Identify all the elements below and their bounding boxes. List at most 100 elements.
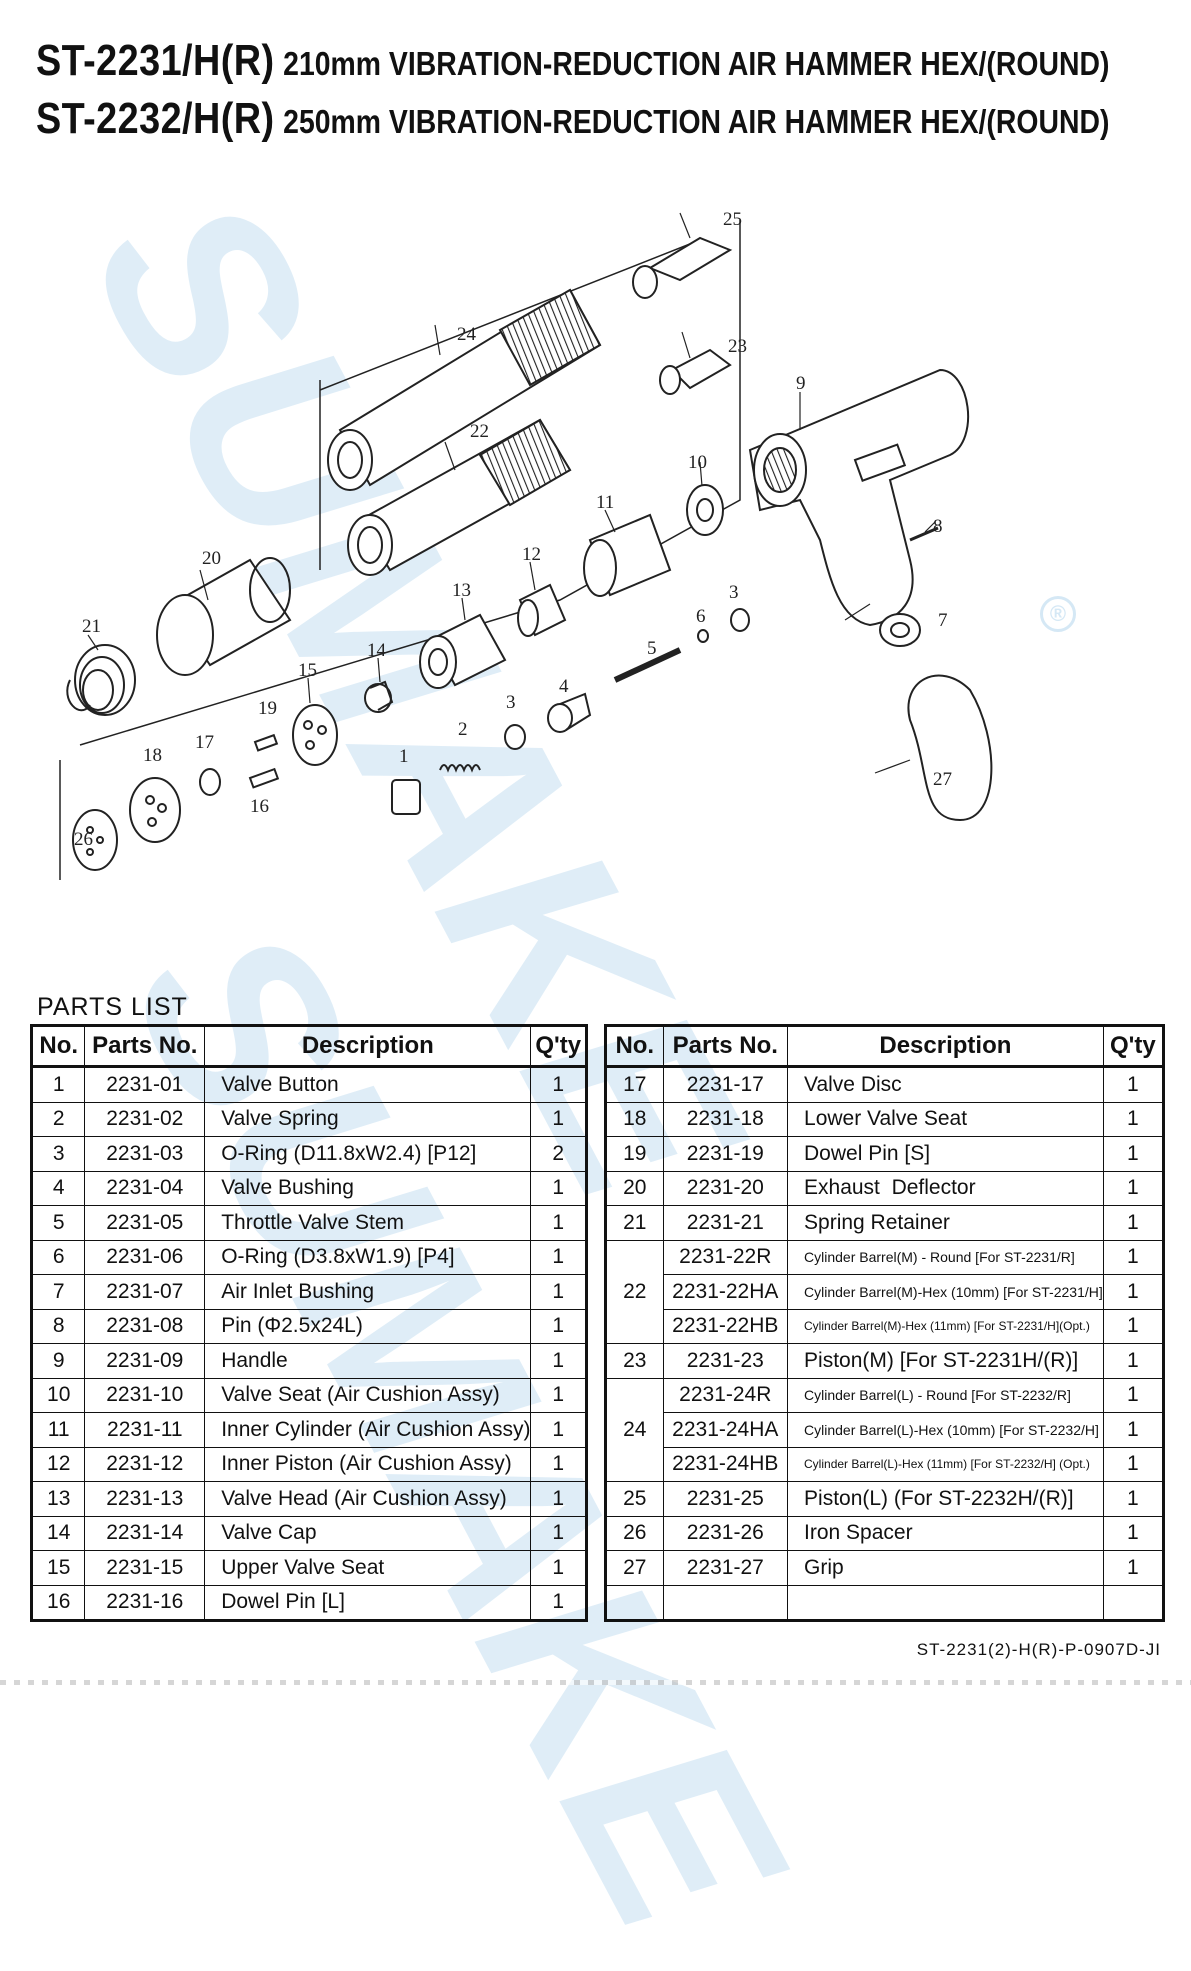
row-part-no: 2231-03	[84, 1136, 206, 1172]
row-no: 20	[605, 1170, 664, 1206]
row-part-no: 2231-22R	[662, 1239, 789, 1275]
part-23-piston-m	[659, 348, 732, 395]
table-header-row: No. Parts No. Description Q'ty	[605, 1025, 1165, 1068]
callout-3: 3	[729, 582, 739, 603]
row-part-no: 2231-16	[84, 1584, 206, 1621]
row-qty: 1	[1102, 1274, 1165, 1310]
row-part-no: 2231-26	[662, 1515, 789, 1551]
row-qty: 1	[530, 1446, 587, 1482]
callout-25: 25	[723, 209, 742, 230]
row-part-no: 2231-18	[662, 1101, 789, 1137]
part-10-valve-seat	[686, 484, 724, 536]
part-13-valve-head	[419, 613, 507, 689]
callout-11: 11	[596, 492, 614, 513]
row-part-no: 2231-19	[662, 1136, 789, 1172]
part-3-o-ring	[730, 608, 750, 632]
col-header-parts-no: Parts No.	[662, 1025, 789, 1068]
part-4-valve-bushing	[547, 692, 592, 733]
part-3-o-ring	[504, 724, 526, 750]
callout-2: 2	[458, 719, 468, 740]
row-no: 18	[605, 1101, 664, 1137]
row-description: Pin (Φ2.5x24L)	[204, 1308, 532, 1344]
row-qty: 1	[530, 1377, 587, 1413]
scan-artifact-strip	[0, 1680, 1191, 1685]
part-6-o-ring	[697, 629, 709, 643]
callout-16: 16	[250, 796, 269, 817]
part-19-dowel-pin-s	[253, 733, 279, 752]
col-header-no: No.	[30, 1025, 86, 1068]
callout-18: 18	[143, 745, 162, 766]
row-part-no: 2231-20	[662, 1170, 789, 1206]
col-header-no: No.	[605, 1025, 664, 1068]
row-description: Cylinder Barrel(M)-Hex (10mm) [For ST-22…	[787, 1274, 1104, 1310]
callout-26: 26	[74, 829, 93, 850]
row-qty: 1	[1102, 1239, 1165, 1275]
row-no: 1	[30, 1066, 86, 1103]
callout-1: 1	[399, 746, 409, 767]
row-no: 11	[30, 1412, 86, 1448]
row-part-no: 2231-27	[662, 1550, 789, 1586]
row-no: 27	[605, 1550, 664, 1586]
row-no: 8	[30, 1308, 86, 1344]
row-qty: 1	[1102, 1101, 1165, 1137]
row-qty: 1	[530, 1412, 587, 1448]
row-no: 13	[30, 1481, 86, 1517]
row-qty: 1	[530, 1343, 587, 1379]
col-header-description: Description	[787, 1025, 1104, 1068]
part-21-spring-retainer	[66, 644, 136, 716]
row-description: Spring Retainer	[787, 1205, 1104, 1241]
registered-mark: ®	[1040, 596, 1076, 632]
col-header-qty: Q'ty	[530, 1025, 587, 1068]
row-description: Cylinder Barrel(M) - Round [For ST-2231/…	[787, 1239, 1104, 1275]
row-qty: 1	[530, 1274, 587, 1310]
callout-24: 24	[457, 324, 477, 345]
part-11-inner-cylinder	[583, 513, 672, 597]
row-part-no: 2231-23	[662, 1343, 789, 1379]
row-part-no: 2231-21	[662, 1205, 789, 1241]
row-description: Cylinder Barrel(L)-Hex (10mm) [For ST-22…	[787, 1412, 1104, 1448]
row-description: Inner Cylinder (Air Cushion Assy)	[204, 1412, 532, 1448]
callout-7: 7	[938, 610, 948, 631]
callout-14: 14	[367, 640, 387, 661]
row-no: 26	[605, 1515, 664, 1551]
row-qty: 1	[530, 1515, 587, 1551]
row-description: Cylinder Barrel(L)-Hex (11mm) [For ST-22…	[787, 1446, 1104, 1482]
row-description: Valve Head (Air Cushion Assy)	[204, 1481, 532, 1517]
row-description: O-Ring (D11.8xW2.4) [P12]	[204, 1136, 532, 1172]
document-code: ST-2231(2)-H(R)-P-0907D-JI	[916, 1640, 1161, 1659]
model-description: 210mm VIBRATION-REDUCTION AIR HAMMER HEX…	[283, 45, 1110, 82]
row-part-no: 2231-07	[84, 1274, 206, 1310]
row-description: Inner Piston (Air Cushion Assy)	[204, 1446, 532, 1482]
row-description: O-Ring (D3.8xW1.9) [P4]	[204, 1239, 532, 1275]
row-qty: 1	[530, 1066, 587, 1103]
row-no: 2	[30, 1101, 86, 1137]
row-qty: 1	[1102, 1136, 1165, 1172]
model-number: ST-2231/H(R)	[36, 36, 275, 85]
row-part-no: 2231-14	[84, 1515, 206, 1551]
row-qty: 1	[1102, 1515, 1165, 1551]
row-qty: 1	[1102, 1412, 1165, 1448]
row-description: Throttle Valve Stem	[204, 1205, 532, 1241]
table-header-row: No. Parts No. Description Q'ty	[30, 1025, 587, 1068]
row-qty: 1	[530, 1584, 587, 1621]
row-part-no: 2231-04	[84, 1170, 206, 1206]
